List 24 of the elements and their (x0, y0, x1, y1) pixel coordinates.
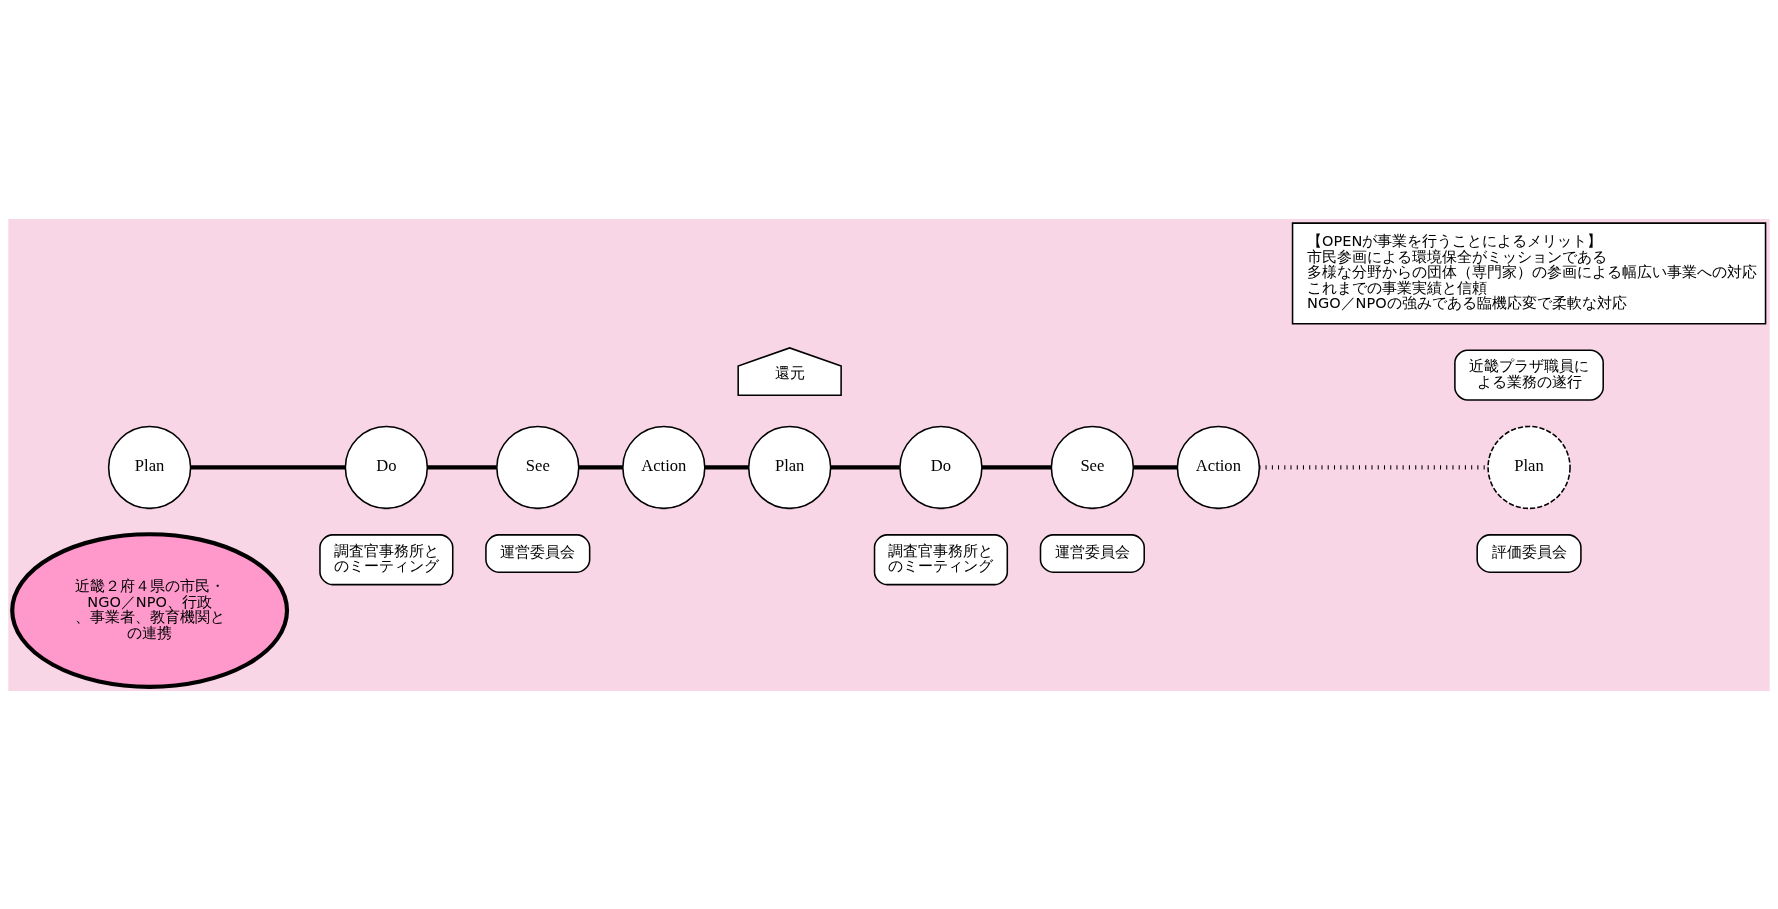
node-circle: See (496, 425, 580, 509)
node-box: 調査官事務所とのミーティング (873, 533, 1009, 585)
node-circle: Plan (107, 425, 192, 509)
connector (579, 464, 623, 469)
node-circle: Do (344, 425, 429, 509)
connector (427, 464, 497, 469)
node-box: 運営委員会 (485, 533, 591, 573)
node-box: 調査官事務所とのミーティング (319, 533, 454, 585)
connector (1133, 464, 1178, 469)
node-circle: Plan (1487, 425, 1571, 509)
node-ellipse: 近畿２府４県の市民・NGO／NPO、行政、事業者、教育機関との連携 (10, 531, 290, 689)
node-box: 評価委員会 (1476, 533, 1582, 573)
connector (830, 464, 900, 469)
connector (705, 464, 749, 469)
node-circle: See (1050, 425, 1135, 509)
connector (190, 464, 345, 469)
node-circle: Do (899, 425, 983, 509)
node-circle: Action (1176, 425, 1261, 509)
node-circle: Action (622, 425, 706, 509)
node-box: 【OPENが事業を行うことによるメリット】 市民参画による環境保全がミッションである 多様な分野からの団体（専門家）の参画による幅広い事業への対応 これまでの事業実績と信頼 NGO／NPOの強みである臨機応変で柔軟な対応 (1291, 221, 1767, 325)
node-circle: Plan (747, 425, 832, 509)
node-box: 運営委員会 (1039, 533, 1145, 573)
node-box: 近畿プラザ職員による業務の遂行 (1454, 348, 1604, 401)
connector (982, 464, 1052, 469)
